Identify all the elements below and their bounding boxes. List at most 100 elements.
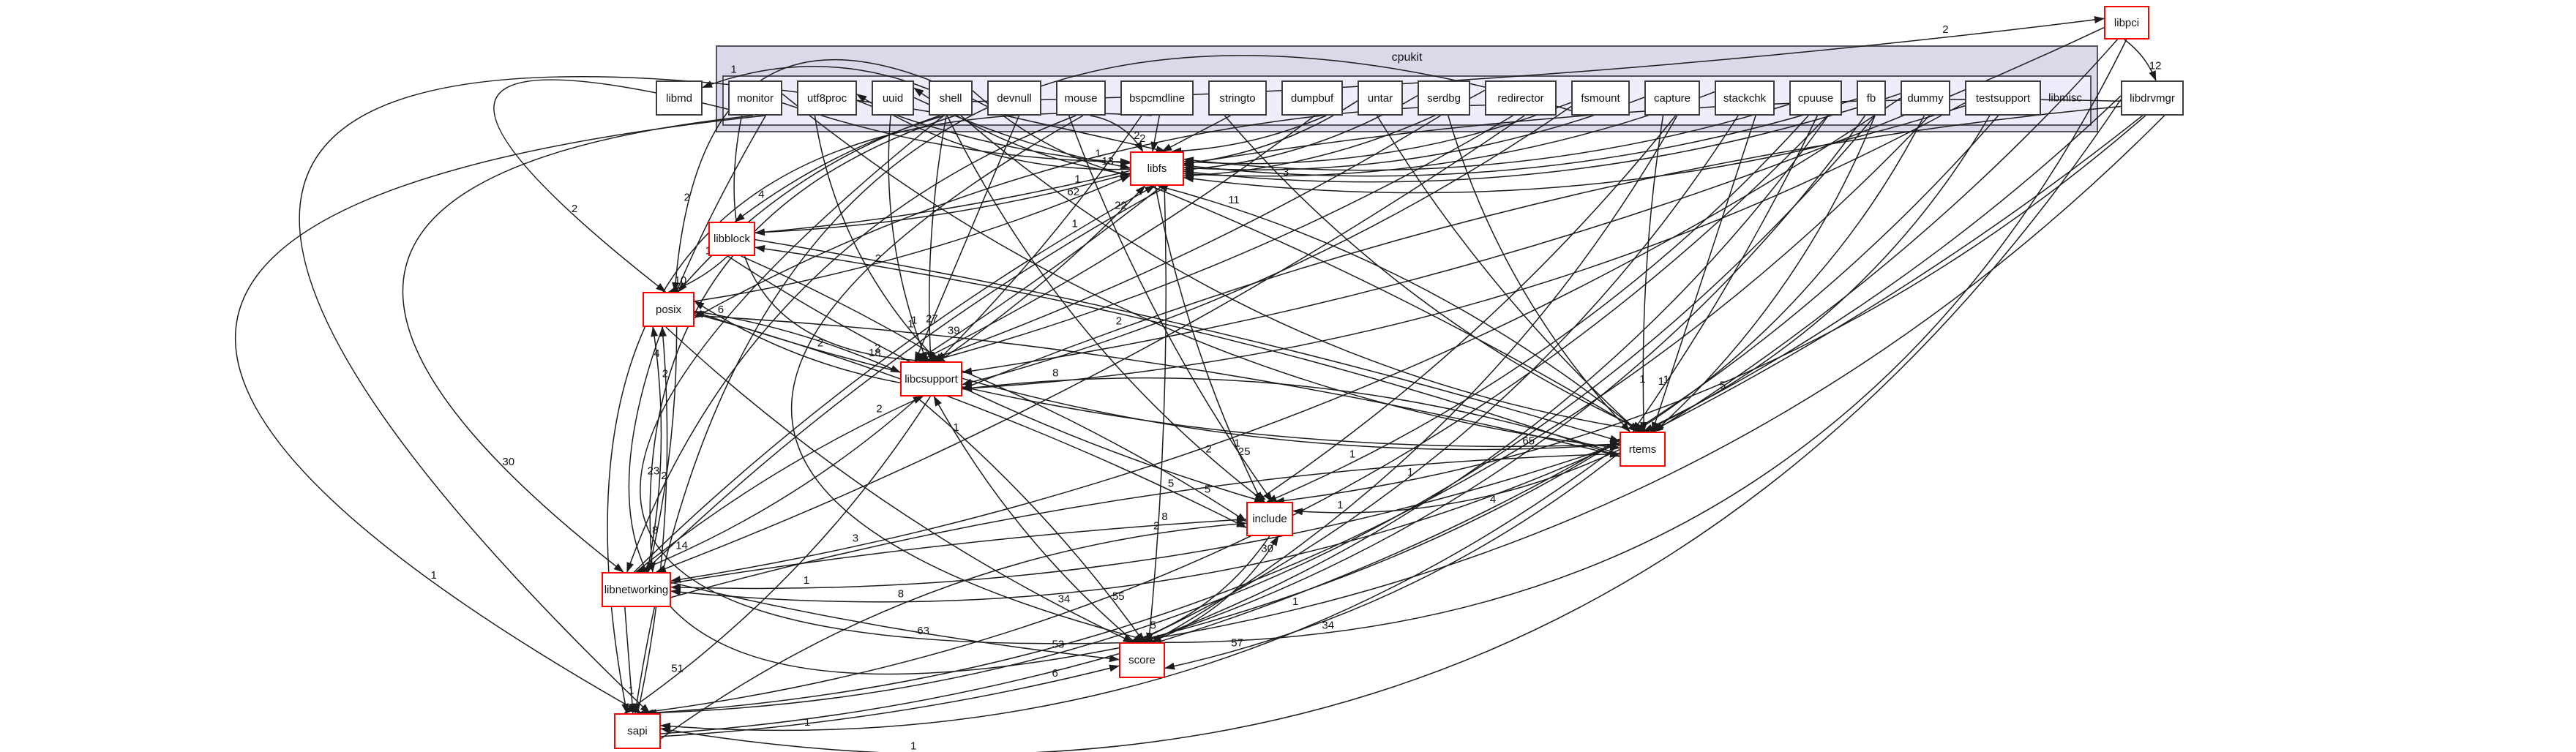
node-utf8proc[interactable]: utf8proc — [797, 80, 857, 116]
node-stringto[interactable]: stringto — [1208, 80, 1267, 116]
edge-testsupport-to-libcsupport — [962, 102, 1966, 392]
node-serdbg[interactable]: serdbg — [1418, 80, 1470, 116]
edge-rtems-to-libnetworking — [670, 443, 1620, 592]
node-shell[interactable]: shell — [929, 80, 973, 116]
edge-libblock-to-libcsupport — [741, 255, 946, 362]
edge-shell-to-libnetworking — [648, 115, 956, 573]
edge-posix-to-score — [665, 326, 1134, 643]
edge-count-devnull-to-libfs: 2 — [1139, 132, 1145, 145]
edge-fb-to-score — [1139, 115, 1866, 643]
edge-devnull-to-libcsupport — [914, 115, 1020, 362]
edge-count-libpci-to-score: 34 — [1322, 619, 1334, 631]
edge-count-monitor-to-sapi: 1 — [431, 569, 437, 582]
edge-count-shell-to-libblock: 4 — [758, 188, 764, 200]
edge-count-libdrvmgr-to-libnetworking: 8 — [898, 588, 904, 601]
edge-dummy-to-sapi — [645, 115, 1931, 717]
edge-libfs-to-libblock — [755, 170, 1131, 236]
node-testsupport[interactable]: testsupport — [1965, 80, 2041, 116]
edge-libnetworking-to-include — [670, 516, 1247, 584]
node-untar[interactable]: untar — [1358, 80, 1403, 116]
node-posix[interactable]: posix — [643, 292, 694, 327]
node-include[interactable]: include — [1246, 502, 1293, 536]
node-cpuuse[interactable]: cpuuse — [1789, 80, 1842, 116]
node-libblock[interactable]: libblock — [708, 222, 755, 256]
edge-cpuuse-to-include — [1266, 115, 1809, 503]
edge-count-libdrvmgr-to-score: 1 — [1292, 595, 1298, 608]
edge-libpci-to-libdrvmgr — [2124, 39, 2157, 81]
edge-count-libcsupport-to-include: 5 — [1205, 484, 1210, 496]
edge-count-mouse-to-libfs: 2 — [1134, 129, 1139, 142]
edge-count-mouse-to-include: 1 — [1234, 437, 1240, 450]
edge-sapi-to-include — [660, 520, 1247, 740]
edge-stackchk-to-rtems — [1652, 115, 1756, 432]
edge-libnetworking-to-sapi — [624, 606, 636, 714]
edge-count-cpuuse-to-include: 1 — [1349, 448, 1355, 461]
node-uuid[interactable]: uuid — [872, 80, 914, 116]
edge-libfs-to-include — [1154, 185, 1262, 503]
edge-count-shell-to-score: 63 — [917, 625, 929, 637]
edge-count-libpci-to-libdrvmgr: 12 — [2149, 60, 2162, 72]
node-libpci[interactable]: libpci — [2104, 6, 2149, 40]
edge-count-rtems-to-include: 1 — [1337, 499, 1343, 511]
edge-shell-to-score — [640, 115, 1139, 647]
node-fsmount[interactable]: fsmount — [1571, 80, 1630, 116]
edge-bspcmdline-to-sapi — [607, 113, 1152, 714]
edge-redirector-to-posix — [694, 104, 1486, 318]
edge-count-mouse-to-libnetworking: 2 — [661, 470, 667, 482]
edge-count-uuid-to-libcsupport: 1 — [911, 314, 917, 326]
edge-count-libblock-to-posix: 10 — [675, 274, 687, 287]
edge-capture-to-libfs — [1183, 97, 1645, 172]
edge-count-libcsupport-to-posix: 6 — [718, 304, 724, 316]
edge-count-libcsupport-to-sapi: 51 — [671, 662, 684, 674]
edge-posix-to-include — [694, 312, 1247, 528]
node-fb[interactable]: fb — [1857, 80, 1886, 116]
node-bspcmdline[interactable]: bspcmdline — [1120, 80, 1194, 116]
edge-score-to-libcsupport — [933, 396, 1136, 643]
edge-dummy-to-libnetworking — [670, 97, 1901, 584]
edge-count-rtems-to-libblock: 2 — [875, 252, 881, 265]
edge-libpci-to-rtems — [1652, 39, 2118, 432]
node-score[interactable]: score — [1119, 642, 1165, 678]
edge-shell-to-rtems — [960, 115, 1650, 435]
edge-libblock-to-include — [727, 255, 1265, 503]
edge-serdbg-to-libcsupport — [925, 115, 1441, 362]
edge-monitor-to-sapi — [235, 115, 765, 714]
edge-count-posix-to-score: 34 — [1058, 593, 1071, 606]
node-dummy[interactable]: dummy — [1901, 80, 1950, 116]
node-rtems[interactable]: rtems — [1620, 432, 1666, 467]
edge-libdrvmgr-to-include — [1273, 115, 2146, 505]
edge-libdrvmgr-to-score — [1129, 115, 2165, 644]
edge-count-libnetworking-to-score: 53 — [1052, 639, 1065, 651]
node-devnull[interactable]: devnull — [987, 80, 1041, 116]
node-sapi[interactable]: sapi — [614, 713, 661, 749]
edge-count-rtems-to-sapi: 1 — [804, 716, 810, 729]
node-libdrvmgr[interactable]: libdrvmgr — [2121, 80, 2184, 116]
node-libfs[interactable]: libfs — [1130, 151, 1184, 186]
node-redirector[interactable]: redirector — [1485, 80, 1557, 116]
node-mouse[interactable]: mouse — [1056, 80, 1106, 116]
edge-count-shell-to-include: 2 — [1205, 443, 1211, 455]
node-libcsupport[interactable]: libcsupport — [900, 361, 962, 396]
node-libmd[interactable]: libmd — [656, 80, 703, 116]
edge-libfs-to-score — [1145, 185, 1167, 643]
edge-rtems-to-libfs — [1157, 184, 1639, 432]
node-dumpbuf[interactable]: dumpbuf — [1281, 80, 1343, 116]
node-capture[interactable]: capture — [1644, 80, 1700, 116]
edge-count-shell-to-libpci: 2 — [1942, 23, 1948, 36]
node-libnetworking[interactable]: libnetworking — [602, 572, 671, 607]
edge-mouse-to-libfs — [1090, 115, 1144, 152]
edge-count-libnetworking-to-posix: 4 — [654, 347, 659, 360]
edge-count-dummy-to-libfs: 3 — [1283, 166, 1289, 178]
edge-fb-to-rtems — [1654, 115, 1876, 432]
edge-libnetworking-to-posix — [646, 326, 662, 573]
edge-shell-to-libcsupport — [926, 115, 947, 362]
node-stackchk[interactable]: stackchk — [1715, 80, 1775, 116]
edge-libcsupport-to-libnetworking — [634, 396, 920, 573]
edge-devnull-to-posix — [672, 59, 1005, 293]
edge-libdrvmgr-to-rtems — [1650, 115, 2143, 432]
node-monitor[interactable]: monitor — [728, 80, 782, 116]
edge-count-shell-to-libfs: 13 — [1101, 155, 1114, 168]
edge-posix-to-rtems — [694, 315, 1620, 458]
edge-count-rtems-to-libfs: 11 — [1228, 194, 1240, 206]
edge-mouse-to-libnetworking — [626, 115, 1077, 573]
